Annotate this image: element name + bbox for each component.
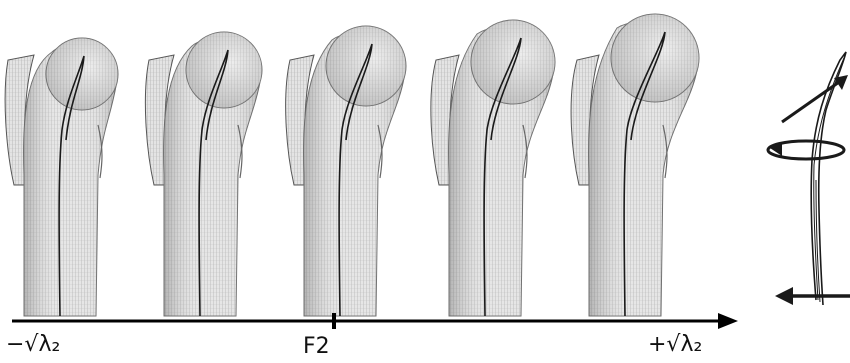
axis-label-f2: F2 xyxy=(303,336,330,358)
bone-shapes xyxy=(5,14,699,316)
left-arrowhead xyxy=(775,287,793,305)
bone-head-shading xyxy=(46,38,118,110)
bone-head-shading xyxy=(611,14,699,102)
axis-label-positive: +√λ₂ xyxy=(648,334,702,356)
bone-head-shading xyxy=(471,20,555,104)
rotation-view-icon xyxy=(768,52,850,305)
bone-shape xyxy=(145,32,262,316)
tilt-arrow xyxy=(782,80,842,122)
axis-arrowhead xyxy=(718,313,738,329)
bone-shape xyxy=(431,20,555,316)
bone-shape xyxy=(286,26,406,316)
bone-shape xyxy=(5,38,118,316)
bone-shape xyxy=(571,14,699,316)
axis-label-negative: −√λ₂ xyxy=(6,334,60,356)
